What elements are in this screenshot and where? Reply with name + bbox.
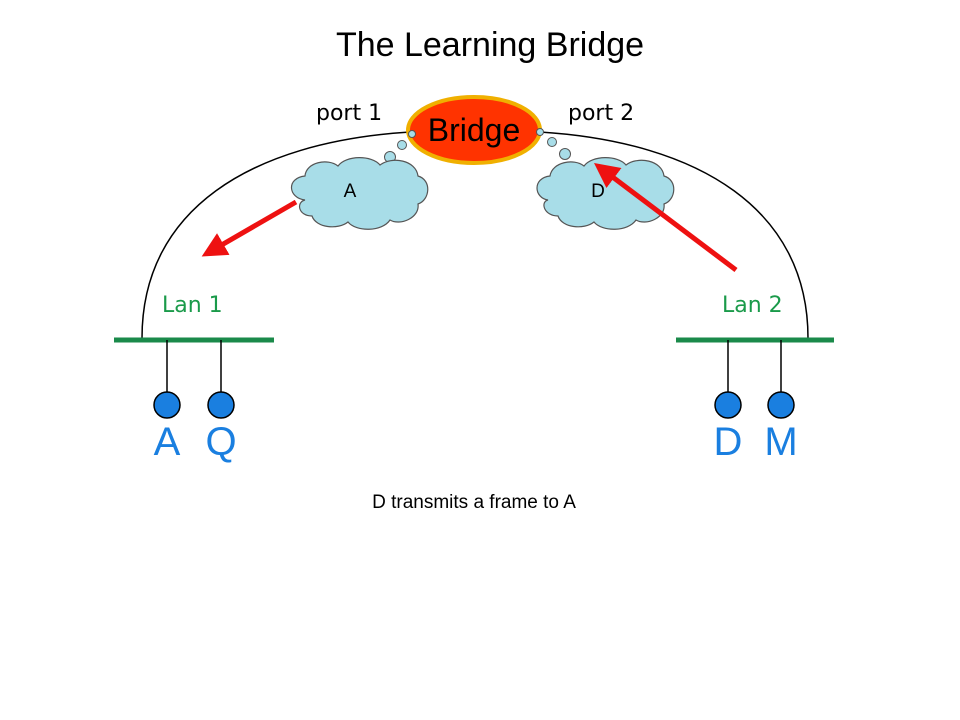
cloud-shape [290,157,429,230]
thought-bubble-medium [397,140,407,150]
host-label-m: M [764,420,797,464]
host-label-a: A [154,420,181,464]
host-node-m [767,391,795,419]
bridge-label: Bridge [428,112,521,148]
bridge-link-arc [141,131,809,339]
arrow-forward-to-lan1 [201,199,298,257]
lan-2-label: Lan 2 [722,293,783,318]
bridge-node: Bridge [406,95,542,165]
port-2-label: port 2 [568,101,634,126]
host-label-q: Q [205,420,236,464]
port-2-table-cloud: D [536,157,675,230]
thought-bubble-small [536,128,544,136]
port-1-table-cloud: A [290,157,429,230]
caption: D transmits a frame to A [372,492,576,513]
port-1-label: port 1 [316,101,382,126]
thought-bubble-small [408,130,416,138]
arrow-learn-from-lan2 [594,162,738,272]
page-title: The Learning Bridge [336,26,644,64]
port-2-table-entry: D [591,181,605,202]
host-label-d: D [714,420,743,464]
cloud-shape [536,157,675,230]
port-1-table-entry: A [344,181,357,202]
host-node-d [714,391,742,419]
lan-1-label: Lan 1 [162,293,223,318]
thought-bubble-medium [547,137,557,147]
thought-bubble-large [559,148,571,160]
host-node-a [153,391,181,419]
host-node-q [207,391,235,419]
